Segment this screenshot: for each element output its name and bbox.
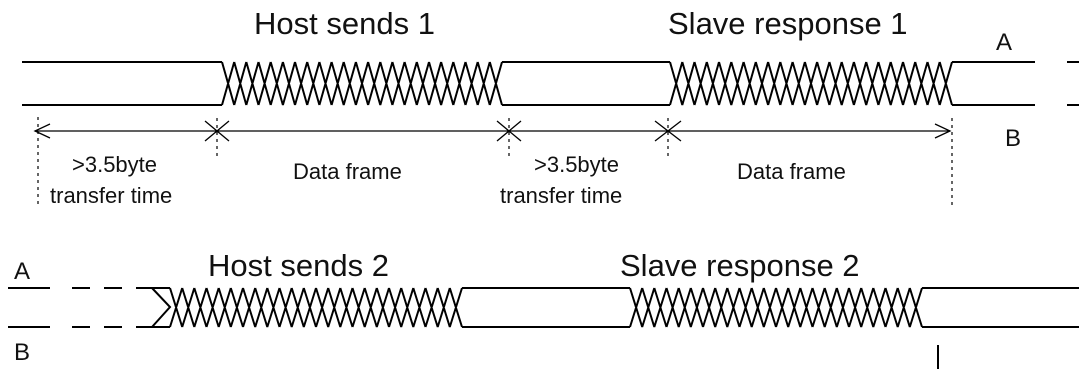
tick-x-2	[496, 120, 522, 142]
frame1-label: Data frame	[293, 159, 402, 184]
top-host-data-burst	[221, 61, 503, 106]
gap1-label-line2: transfer time	[50, 183, 172, 208]
bottom-slave-label: Slave response 2	[620, 248, 860, 283]
right-arrowhead	[934, 123, 952, 139]
bottom-first-cross	[151, 287, 172, 328]
top-slave-data-burst	[669, 61, 953, 106]
gap2-label-line2: transfer time	[500, 183, 622, 208]
top-slave-burst-crossings	[669, 61, 953, 106]
bottom-signal	[8, 287, 1079, 369]
bottom-host-label: Host sends 2	[208, 248, 389, 283]
left-arrowhead	[33, 123, 51, 139]
tick-x-3	[654, 120, 682, 142]
timing-dimension-line	[33, 117, 953, 205]
bottom-line-b-label: B	[14, 339, 30, 366]
top-host-label: Host sends 1	[254, 6, 435, 41]
bottom-line-a-label: A	[14, 258, 30, 285]
bottom-host-data-burst	[169, 287, 463, 328]
gap2-label-line1: >3.5byte	[534, 152, 619, 177]
top-line-b-label: B	[1005, 125, 1021, 152]
bottom-slave-data-burst	[629, 287, 923, 328]
bottom-host-burst-crossings	[169, 287, 463, 328]
top-line-a-label: A	[996, 29, 1012, 56]
top-signal	[22, 61, 1079, 106]
gap1-label-line1: >3.5byte	[72, 152, 157, 177]
top-host-burst-crossings	[221, 61, 503, 106]
top-slave-label: Slave response 1	[668, 6, 908, 41]
tick-x-1	[204, 120, 230, 142]
frame2-label: Data frame	[737, 159, 846, 184]
bottom-slave-burst-crossings	[629, 287, 923, 328]
